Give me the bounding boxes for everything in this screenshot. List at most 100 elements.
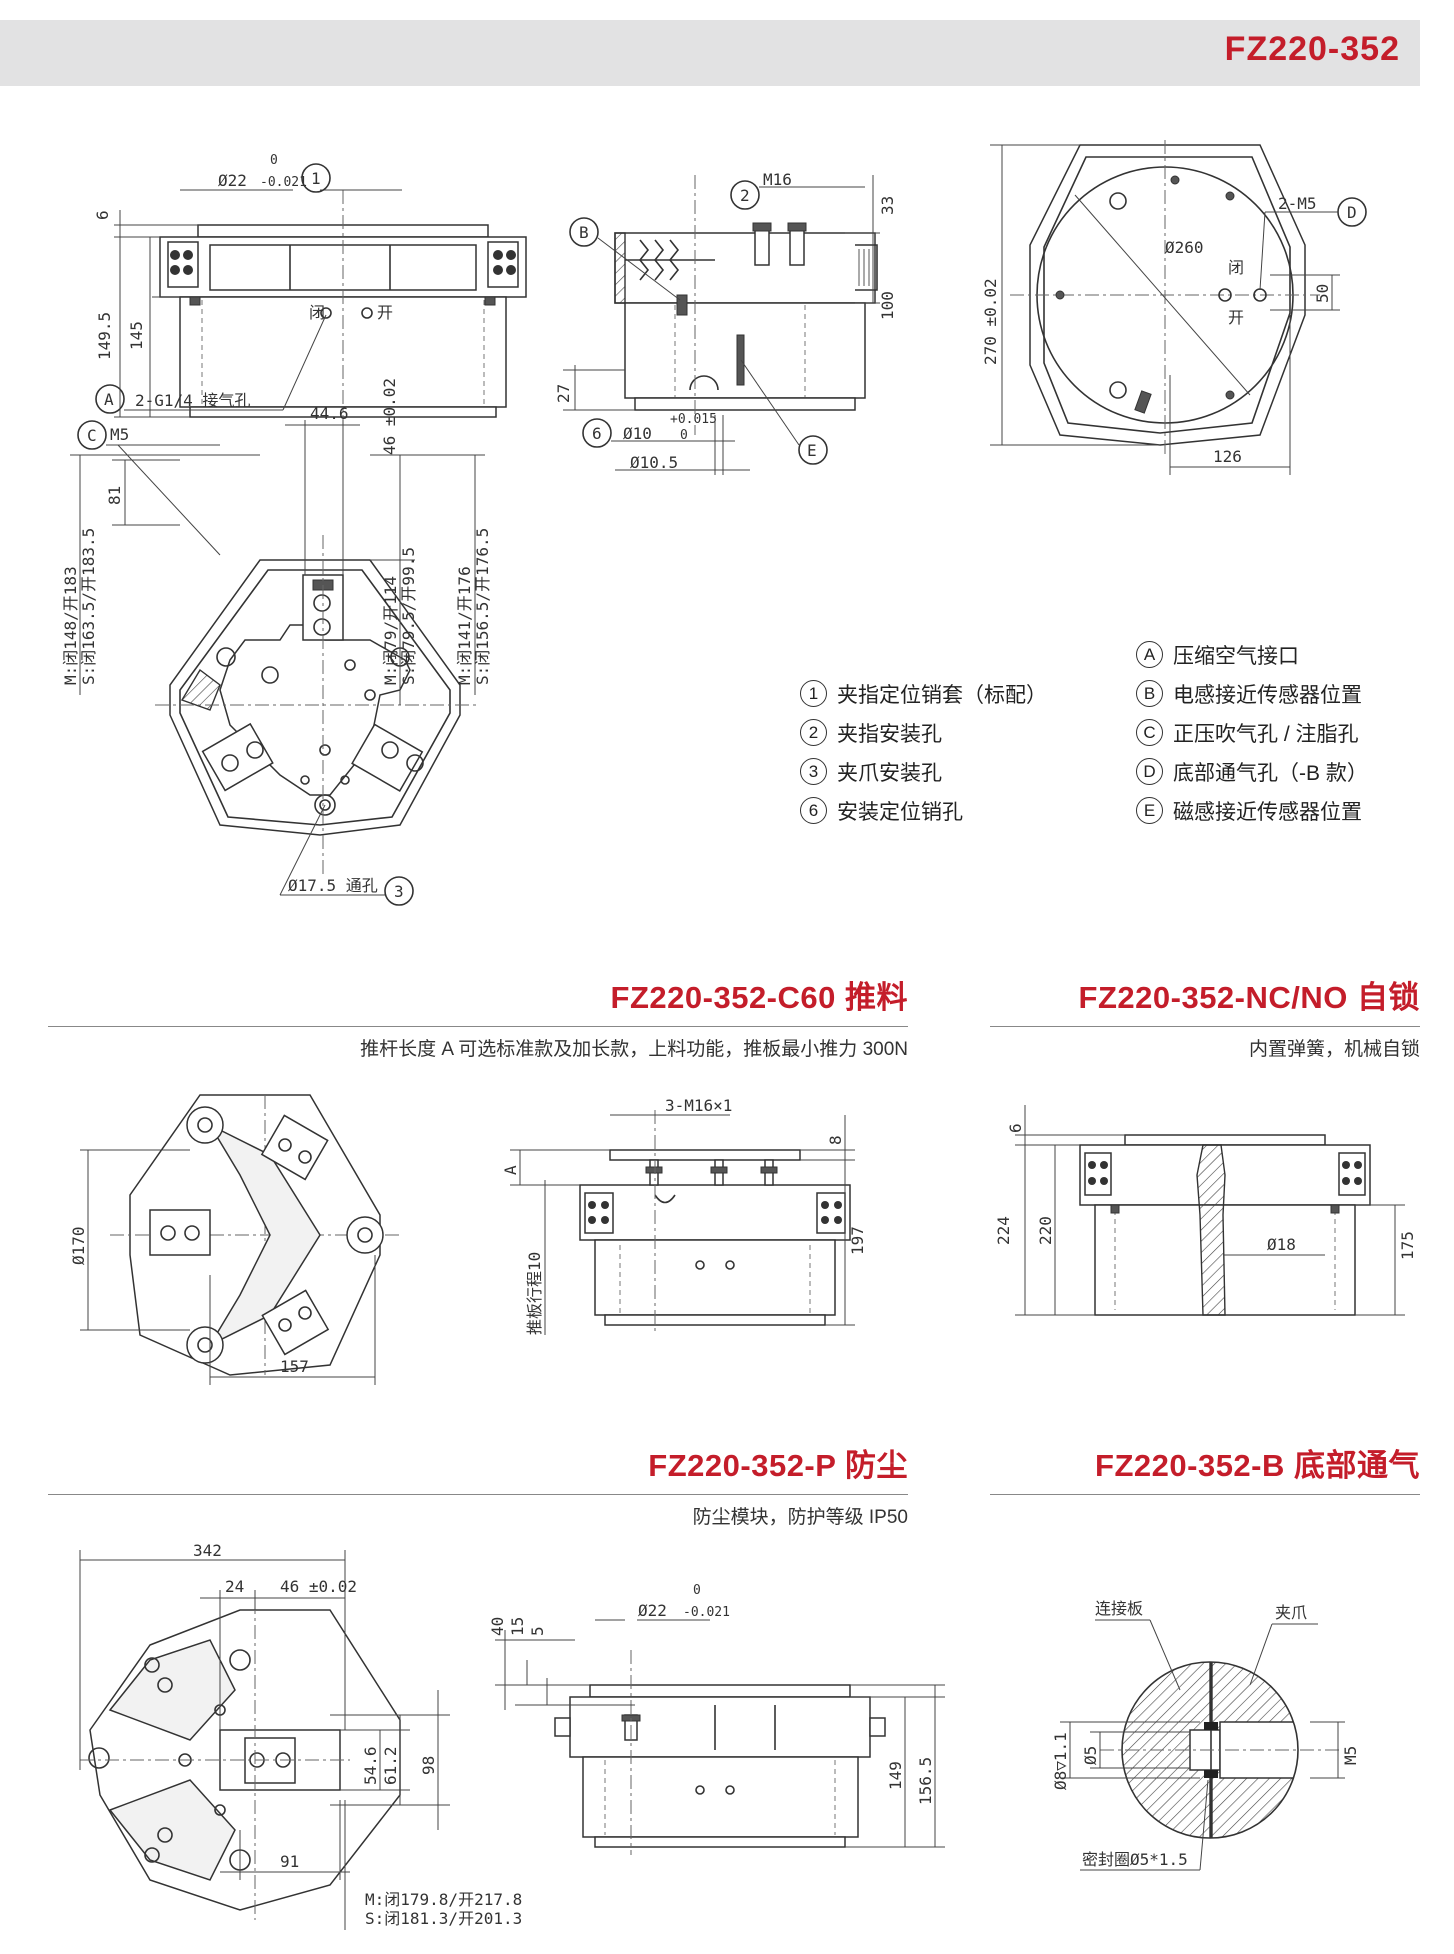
dim-175: 175 — [1398, 1231, 1417, 1260]
section-subtitle-ncno: 内置弹簧，机械自锁 — [1248, 1039, 1420, 1060]
dim-m-179-217: M:闭179.8/开217.8 — [365, 1890, 522, 1909]
callout-6: 6 — [592, 424, 602, 443]
dim-145: 145 — [127, 321, 146, 350]
dim-149: 149 — [886, 1761, 905, 1790]
dim-tol-minus: -0.021 — [260, 175, 307, 190]
dim-tol-0: 0 — [270, 153, 278, 168]
section-subtitle-p: 防尘模块，防护等级 IP50 — [692, 1507, 908, 1528]
dim-m16: M16 — [763, 170, 792, 189]
drawing-b-detail: 连接板 夹爪 Ø8▽1.1 Ø5 M5 密封圈Ø5*1.5 — [1051, 1599, 1360, 1871]
dim-push-stroke: 推板行程10 — [525, 1252, 544, 1335]
dim-156-5: 156.5 — [916, 1757, 935, 1805]
dim-phi170: Ø170 — [69, 1226, 88, 1265]
dim-phi22: Ø22 — [218, 171, 247, 190]
dim-6-nc: 6 — [1006, 1123, 1025, 1133]
label-seal-ring: 密封圈Ø5*1.5 — [1082, 1850, 1188, 1869]
dim-tol-0-p: 0 — [693, 1583, 701, 1598]
drawing-p-side: 40 15 5 Ø22 0 -0.021 149 156.5 — [488, 1583, 945, 1855]
drawing-front-view: 闭 开 6 149.5 145 Ø22 0 -0.021 1 A 2-G1/4 … — [93, 153, 527, 435]
dim-224: 224 — [994, 1216, 1013, 1245]
dim-270: 270 ±0.02 — [981, 278, 1000, 365]
dim-hole-17-5: Ø17.5 通孔 — [288, 876, 378, 895]
dim-24: 24 — [225, 1577, 244, 1596]
dim-40: 40 — [488, 1617, 507, 1636]
dim-a: A — [501, 1165, 520, 1175]
dim-2-m5: 2-M5 — [1278, 194, 1317, 213]
section-divider — [48, 1026, 908, 1027]
section-subtitle-c60: 推杆长度 A 可选标准款及加长款，上料功能，推板最小推力 300N — [360, 1039, 908, 1060]
dim-44-6: 44.6 — [310, 404, 349, 423]
dim-m-141-176: M:闭141/开176 — [455, 566, 474, 685]
dim-phi22-p: Ø22 — [638, 1601, 667, 1620]
dim-phi18: Ø18 — [1267, 1235, 1296, 1254]
dim-phi10: Ø10 — [623, 424, 652, 443]
drawing-bottom-view: Ø260 闭 开 270 ±0.02 D 2-M5 50 126 — [981, 140, 1367, 475]
dim-phi5: Ø5 — [1081, 1746, 1100, 1765]
dim-m5-b: M5 — [1341, 1746, 1360, 1765]
dim-s-163-183: S:闭163.5/开183.5 — [79, 528, 98, 685]
callout-d: D — [1347, 203, 1357, 222]
callout-2: 2 — [740, 186, 750, 205]
dim-phi10-5: Ø10.5 — [630, 453, 678, 472]
dim-s-156-176: S:闭156.5/开176.5 — [473, 528, 492, 685]
model-title: FZ220-352 — [1224, 30, 1400, 68]
dim-46: 46 ±0.02 — [380, 378, 399, 455]
dim-6: 6 — [93, 210, 112, 220]
dim-149-5: 149.5 — [95, 312, 114, 360]
label-jaw: 夹爪 — [1275, 1603, 1307, 1622]
dim-8: 8 — [826, 1135, 845, 1145]
dim-m5: M5 — [110, 425, 129, 444]
dim-15: 15 — [508, 1617, 527, 1636]
dim-tol-plus: +0.015 — [670, 412, 717, 427]
dim-81: 81 — [105, 486, 124, 505]
label-air-port: 2-G1/4 接气孔 — [135, 391, 250, 410]
dim-tol-m-p: -0.021 — [683, 1605, 730, 1620]
label-open-b: 开 — [1228, 308, 1244, 327]
drawing-c60-side: 3-M16×1 8 197 A 推板行程10 — [501, 1096, 867, 1335]
dim-50: 50 — [1313, 284, 1332, 303]
section-divider — [990, 1494, 1420, 1495]
dim-s-79-99: S:闭79.5/开99.5 — [399, 547, 418, 685]
dim-5: 5 — [528, 1626, 547, 1636]
dim-342: 342 — [193, 1541, 222, 1560]
header-bar: FZ220-352 — [0, 20, 1420, 86]
dim-46-p: 46 ±0.02 — [280, 1577, 357, 1596]
dim-197: 197 — [848, 1226, 867, 1255]
section-title-b: FZ220-352-B 底部通气 — [1095, 1448, 1420, 1483]
dim-tol-zero: 0 — [680, 428, 688, 443]
dim-54-6: 54.6 — [361, 1746, 380, 1785]
dim-98: 98 — [419, 1756, 438, 1775]
callout-3: 3 — [394, 882, 404, 901]
dim-3-m16x1: 3-M16×1 — [665, 1096, 732, 1115]
callout-e: E — [807, 441, 817, 460]
dim-91: 91 — [280, 1852, 299, 1871]
drawing-p-top: 342 24 46 ±0.02 54.6 61.2 98 91 M:闭179.8… — [79, 1541, 522, 1930]
drawing-side-view: 33 100 2 M16 B 27 6 Ø10 +0.015 0 Ø10.5 E — [554, 170, 897, 475]
dim-220: 220 — [1036, 1216, 1055, 1245]
section-divider — [990, 1026, 1420, 1027]
drawing-c60-top: Ø170 157 — [69, 1094, 400, 1385]
label-plate: 连接板 — [1095, 1599, 1143, 1618]
callout-a: A — [104, 390, 114, 409]
callout-b: B — [579, 223, 589, 242]
section-divider — [48, 1494, 908, 1495]
dim-100: 100 — [878, 291, 897, 320]
dim-33: 33 — [878, 196, 897, 215]
section-title-c60: FZ220-352-C60 推料 — [610, 980, 908, 1015]
dim-m-148-183: M:闭148/开183 — [61, 566, 80, 685]
label-close-b: 闭 — [1228, 258, 1244, 277]
dim-s-181-201: S:闭181.3/开201.3 — [365, 1909, 522, 1928]
drawing-ncno-side: 6 224 220 175 Ø18 — [994, 1105, 1417, 1316]
callout-1: 1 — [311, 169, 321, 188]
